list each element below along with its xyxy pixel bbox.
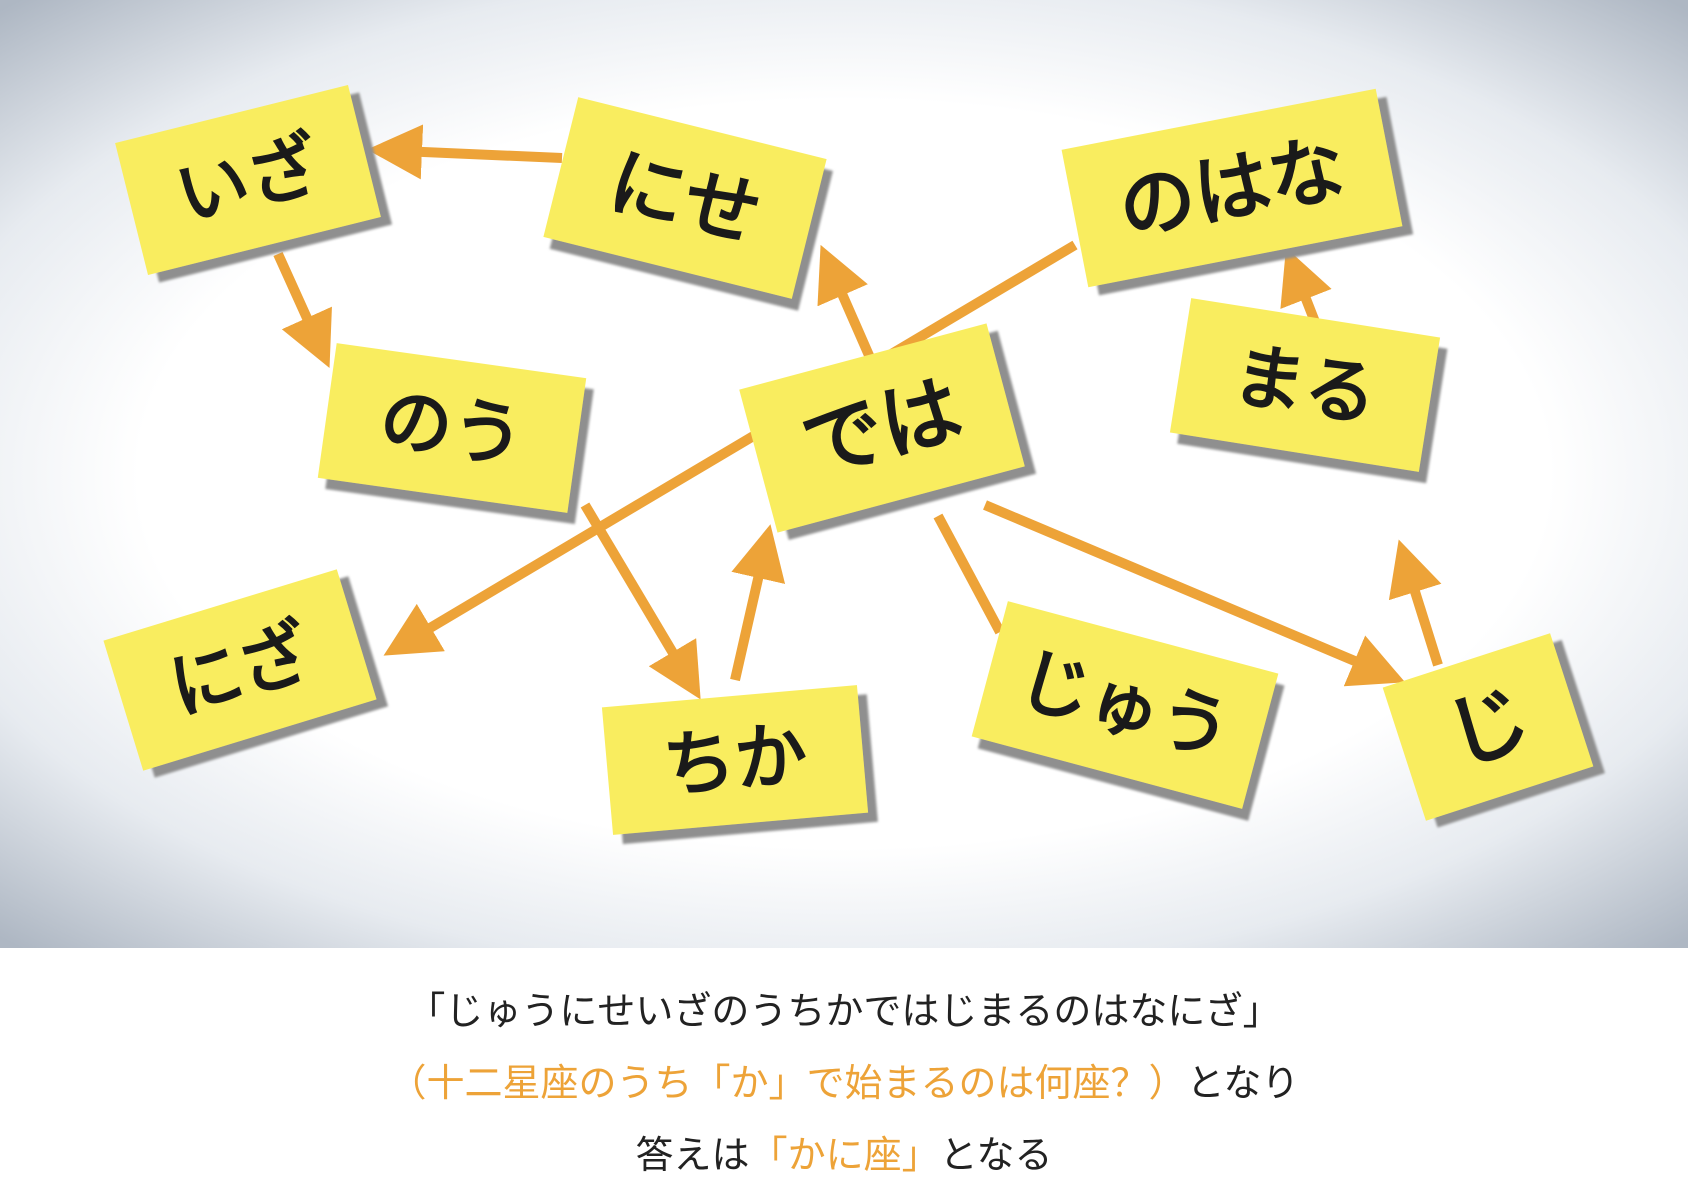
note-chika-text: ちか: [660, 712, 811, 808]
note-chika: ちか: [601, 685, 869, 835]
caption-line-2-rest: となり: [1186, 1061, 1300, 1105]
arrow-nou-to-chika: [580, 502, 701, 700]
note-nise: にせ: [543, 97, 827, 299]
note-iza: いざ: [115, 84, 381, 276]
notes: いざ にせ のはな のう では まる にざ ちか: [103, 84, 1594, 835]
note-deha: では: [739, 323, 1025, 533]
word-chain-diagram: いざ にせ のはな のう では まる にざ ちか: [103, 84, 1594, 835]
note-juu: じゅう: [971, 601, 1279, 809]
caption-question: （十二星座のうち「か」で始まるのは何座？）: [388, 1061, 1187, 1105]
caption-answer: 「かに座」: [749, 1133, 940, 1177]
note-nou-text: のう: [375, 376, 529, 479]
arrow-nohana-to-niza: [383, 240, 1078, 656]
arrow-deha-to-ji: [983, 500, 1406, 687]
note-maru: まる: [1169, 298, 1441, 472]
arrow-iza-to-nou: [273, 251, 332, 369]
caption: 「じゅうにせいざのうちかではじまるのはなにざ」 （十二星座のうち「か」で始まるの…: [0, 975, 1688, 1191]
arrow-chika-to-deha: [730, 524, 786, 682]
arrow-ji-to-maru: [1388, 539, 1443, 667]
note-niza: にざ: [103, 569, 377, 771]
arrow-deha-to-juu: [933, 513, 1005, 635]
caption-line-1: 「じゅうにせいざのうちかではじまるのはなにざ」: [407, 989, 1281, 1033]
note-ji: じ: [1382, 633, 1594, 821]
arrow-nise-to-iza: [367, 124, 563, 180]
caption-line-3: 答えは「かに座」となる: [0, 1119, 1688, 1191]
note-nohana: のはな: [1061, 88, 1403, 288]
caption-line-2: （十二星座のうち「か」で始まるのは何座？）となり: [0, 1047, 1688, 1119]
caption-line-3-start: 答えは: [635, 1133, 750, 1177]
note-nou: のう: [317, 343, 587, 513]
caption-line-3-end: となる: [939, 1133, 1053, 1177]
